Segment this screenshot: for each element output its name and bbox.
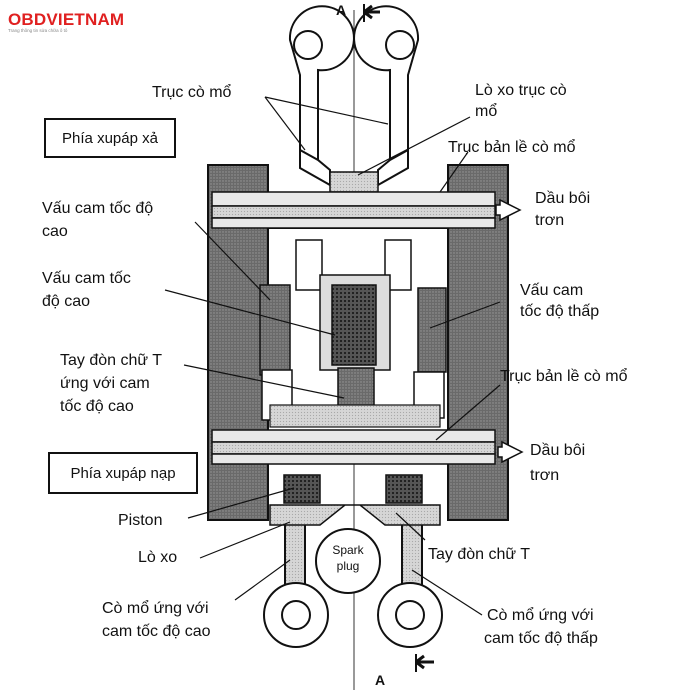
- pistons: [269, 474, 441, 526]
- label-piston: Piston: [118, 512, 163, 529]
- label-t-lever: Tay đòn chữ T: [428, 546, 531, 563]
- label-t-lever-high-1: Tay đòn chữ T: [60, 352, 163, 369]
- section-mark-bottom: A: [375, 672, 386, 688]
- label-spring: Lò xo: [138, 549, 178, 566]
- label-high-cam-b-2: độ cao: [42, 293, 91, 310]
- obdvietnam-logo: OBDVIETNAM Trang thông tin sửa chữa ô tô: [8, 10, 124, 33]
- label-t-lever-high-3: tốc độ cao: [60, 398, 134, 415]
- t-lever-high-speed: [261, 367, 445, 428]
- label-oil-top-1: Dầu bôi: [535, 190, 591, 207]
- label-high-cam-a-2: cao: [42, 223, 68, 240]
- label-rocker-low-2: cam tốc độ thấp: [484, 630, 598, 647]
- label-rocker-high-1: Cò mổ ứng với: [102, 600, 209, 617]
- section-a-arrows: [363, 4, 434, 672]
- spark-plug-label-1: Spark: [332, 543, 364, 557]
- label-rocker-shaft: Trục cò mổ: [152, 84, 232, 101]
- label-high-cam-b-1: Vấu cam tốc: [42, 270, 131, 287]
- exhaust-side-box: Phía xupáp xả: [44, 118, 176, 158]
- spark-plug: [315, 528, 381, 594]
- top-rocker-arms: [288, 5, 420, 193]
- label-hinge-shaft-mid: Trục bản lề cò mổ: [500, 368, 628, 385]
- label-hinge-shaft-top: Trục bản lề cò mổ: [448, 139, 576, 156]
- label-rocker-high-2: cam tốc độ cao: [102, 623, 211, 640]
- leader-lines: [164, 96, 501, 616]
- label-rocker-spring-2: mổ: [475, 103, 498, 120]
- top-hinge-shaft: [211, 191, 496, 229]
- cam-lobes: [259, 239, 447, 376]
- label-oil-mid-1: Dầu bôi: [530, 442, 586, 459]
- logo-text: OBDVIETNAM: [8, 10, 125, 29]
- logo-tagline: Trang thông tin sửa chữa ô tô: [8, 28, 68, 33]
- bottom-rocker-arms: [263, 519, 443, 648]
- label-rocker-spring-1: Lò xo trục cò: [475, 82, 567, 99]
- label-oil-mid-2: trơn: [530, 467, 560, 484]
- label-oil-top-2: trơn: [535, 212, 565, 229]
- section-mark-top: A: [336, 2, 347, 18]
- spark-plug-label-2: plug: [337, 559, 360, 573]
- label-high-cam-a-1: Vấu cam tốc độ: [42, 200, 154, 217]
- oil-arrows: [495, 198, 524, 464]
- label-t-lever-high-2: ứng với cam: [60, 375, 150, 392]
- label-low-cam-2: tốc độ thấp: [520, 303, 600, 320]
- label-rocker-low-1: Cò mổ ứng với: [487, 607, 594, 624]
- mid-hinge-shaft: [211, 429, 496, 465]
- label-low-cam-1: Vấu cam: [520, 282, 584, 299]
- intake-side-box: Phía xupáp nạp: [48, 452, 198, 494]
